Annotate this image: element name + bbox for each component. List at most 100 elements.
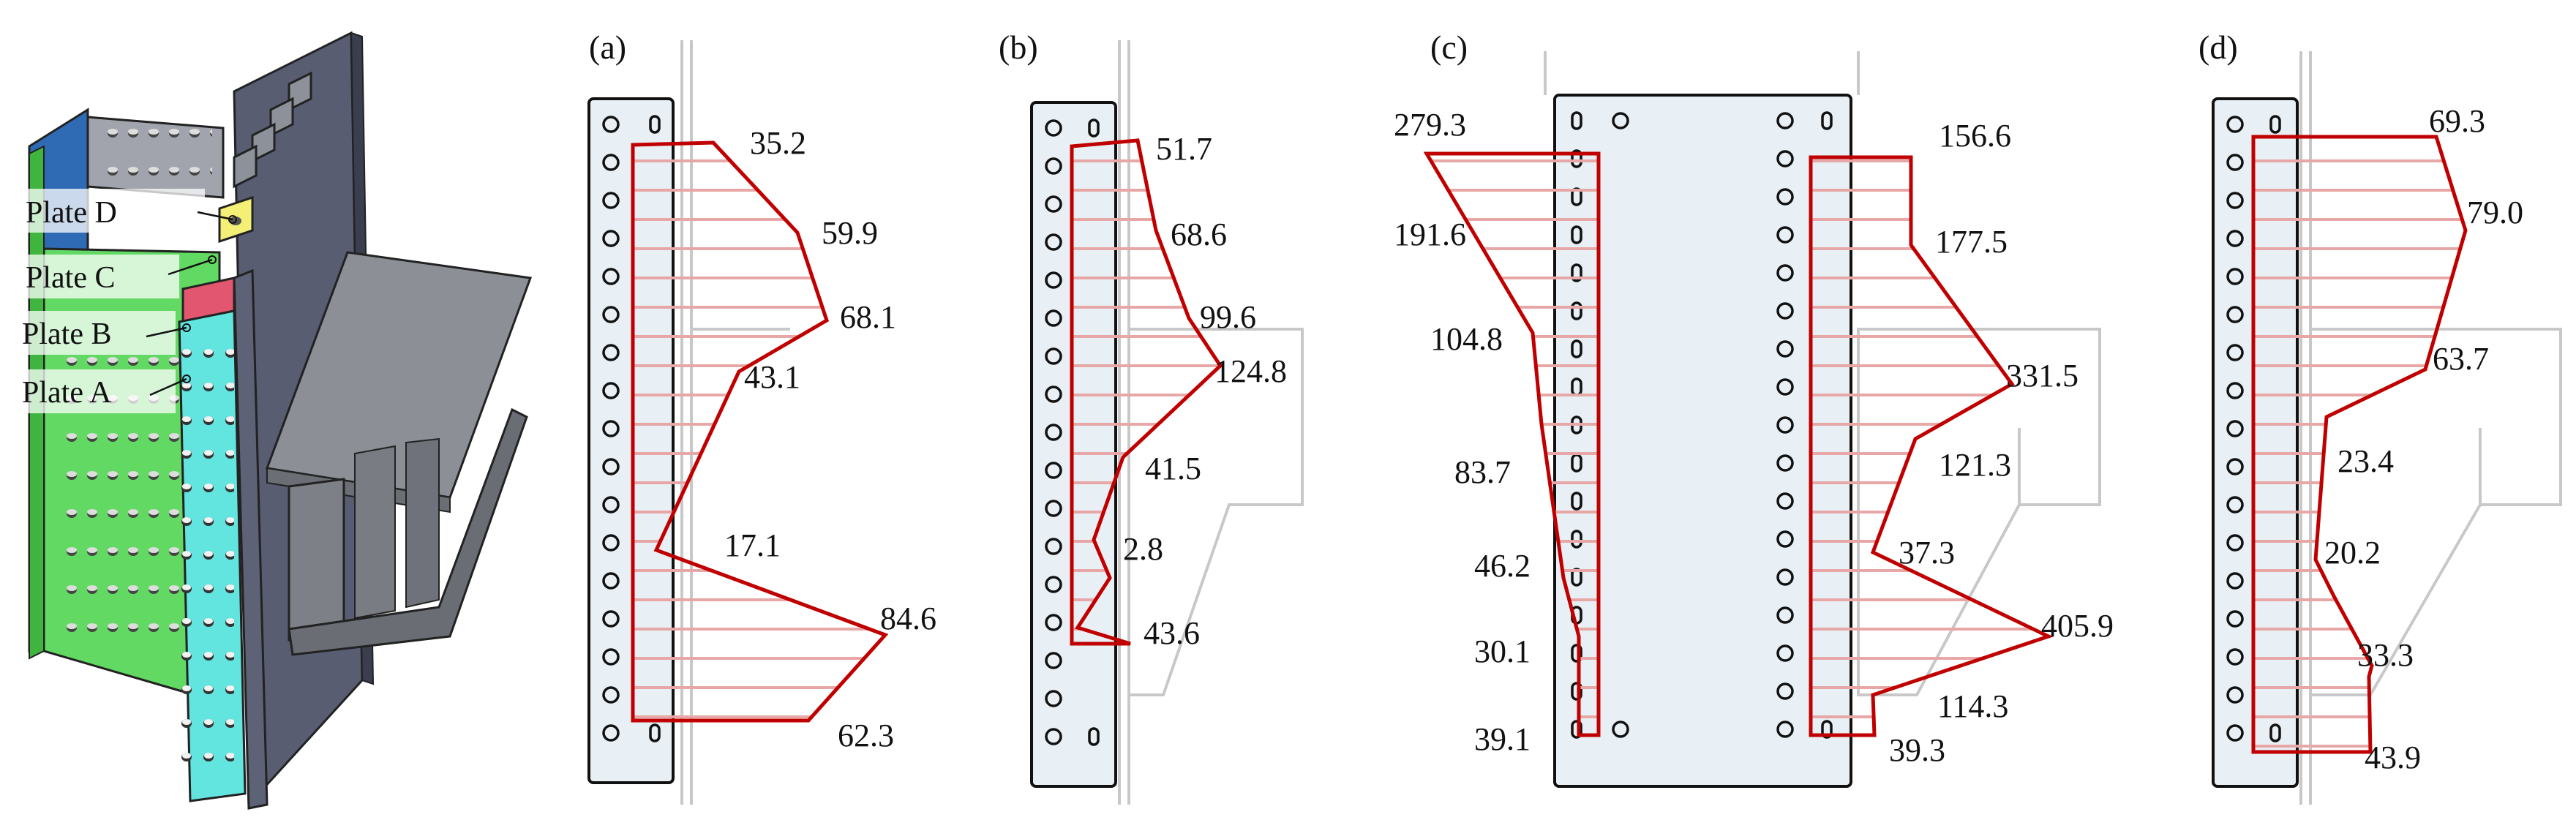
panel-c: (c) 279.3 191.6 104.8 83.7 46.2 30.1 39.…: [1394, 29, 2114, 788]
bolt-hole: [2226, 496, 2244, 514]
panel-c-left-distribution: [1423, 151, 1601, 737]
panel-a-label: (a): [589, 29, 626, 66]
bolt-hole: [602, 306, 620, 323]
bolt-hole: [602, 648, 620, 666]
bolt-hole: [1776, 226, 1794, 244]
bolt-hole: [1612, 721, 1629, 738]
end-plate-front: [233, 268, 269, 810]
panel-d: (d) 69.3 79.0 63.7 23.4 20.2 33.3 43.9: [2198, 29, 2562, 805]
bolt-hole: [1045, 500, 1062, 517]
panel-d-value-1: 69.3: [2429, 103, 2485, 139]
panel-b-value-6: 2.8: [1123, 531, 1163, 567]
panel-a-bolt-holes: [602, 115, 661, 742]
panel-c-right-value-4: 121.3: [1939, 447, 2011, 483]
bolt-hole: [602, 458, 620, 475]
bolt-hole: [2226, 154, 2244, 171]
bolt-hole: [1045, 614, 1062, 631]
bolt-hole: [2226, 420, 2244, 437]
callout-plate-a-text: Plate A: [22, 376, 112, 410]
panel-d-value-7: 43.9: [2365, 740, 2421, 775]
plate-a-holes: [179, 333, 234, 786]
panel-c-bolt-holes-right: [1776, 111, 1833, 739]
bolt-hole: [602, 420, 620, 437]
panel-b-value-3: 99.6: [1200, 299, 1256, 335]
bolt-hole: [1045, 271, 1062, 289]
panel-b-bolt-holes: [1045, 119, 1100, 746]
beam-stiffener-2: [405, 437, 440, 609]
bolt-hole: [2226, 686, 2244, 704]
panel-b-value-2: 68.6: [1171, 217, 1227, 252]
bolt-hole: [602, 154, 620, 171]
panel-c-left-value-2: 191.6: [1394, 217, 1466, 252]
bolt-hole: [1776, 188, 1794, 206]
panel-b: (b) 51.7 68.6 99.6 124.8 41.5 2.8 43.6: [999, 29, 1304, 805]
bolt-hole: [602, 724, 620, 742]
panel-d-distribution: [2251, 135, 2468, 754]
panel-c-right-value-1: 156.6: [1939, 118, 2011, 154]
bolt-hole: [1045, 462, 1062, 479]
bolt-hole: [1088, 727, 1100, 746]
panel-a-value-5: 17.1: [724, 527, 781, 563]
bolt-hole: [1045, 195, 1062, 213]
bolt-hole: [1088, 119, 1100, 138]
panel-c-left-value-4: 83.7: [1454, 454, 1511, 490]
bolt-hole: [2269, 115, 2281, 134]
bolt-hole: [1045, 576, 1062, 593]
bolt-hole: [1776, 682, 1794, 700]
bolt-hole: [1821, 111, 1833, 130]
bolt-hole: [1776, 302, 1794, 320]
bolt-hole: [602, 534, 620, 552]
panel-d-label: (d): [2198, 29, 2238, 66]
bolt-hole: [2226, 116, 2244, 133]
bolt-hole: [1045, 652, 1062, 669]
bolt-hole: [602, 610, 620, 628]
panel-a-distribution: [631, 140, 889, 723]
panel-d-bolt-holes: [2226, 115, 2281, 742]
panel-c-left-value-6: 30.1: [1474, 633, 1531, 669]
panel-b-value-4: 124.8: [1214, 353, 1287, 389]
callout-plate-b-text: Plate B: [22, 317, 112, 351]
bolt-hole: [602, 116, 620, 133]
bolt-hole: [2226, 458, 2244, 475]
bolt-hole: [1045, 385, 1062, 403]
bolt-hole: [1045, 424, 1062, 441]
bolt-hole: [1776, 416, 1794, 434]
panel-c-left-value-7: 39.1: [1474, 721, 1531, 757]
bolt-hole: [602, 192, 620, 209]
bolt-hole: [602, 496, 620, 514]
panel-c-left-value-1: 279.3: [1394, 107, 1466, 143]
bolt-hole: [1045, 233, 1062, 251]
bolt-hole: [1045, 690, 1062, 707]
panel-c-right-value-8: 39.3: [1889, 732, 1945, 768]
panel-a-value-7: 62.3: [838, 718, 894, 753]
bolt-hole: [2226, 610, 2244, 628]
panel-c-right-value-3: 331.5: [2006, 358, 2079, 394]
panel-d-value-6: 33.3: [2357, 637, 2414, 673]
panel-c-right-value-7: 114.3: [1937, 688, 2008, 724]
bolt-hole: [1776, 721, 1794, 738]
steel-connection-model: Plate D Plate C Plate B Plate A: [18, 31, 533, 810]
bolt-hole: [2226, 192, 2244, 209]
bolt-hole: [2226, 572, 2244, 590]
panel-c-left-value-3: 104.8: [1430, 321, 1503, 357]
bolt-hole: [1776, 264, 1794, 282]
callout-plate-c-text: Plate C: [26, 261, 116, 295]
bolt-hole: [1045, 119, 1062, 137]
bolt-hole: [2226, 648, 2244, 666]
callout-plate-c: Plate C: [18, 255, 217, 298]
bolt-hole: [2226, 534, 2244, 552]
panel-c-right-value-6: 405.9: [2041, 608, 2114, 644]
bolt-hole: [2226, 306, 2244, 323]
callout-plate-d: Plate D: [22, 189, 237, 233]
bolt-hole: [1612, 112, 1629, 129]
panel-c-right-distribution: [1809, 155, 2054, 737]
panel-a-value-4: 43.1: [744, 359, 800, 395]
bolt-hole: [649, 115, 661, 134]
panel-c-right-value-5: 37.3: [1899, 535, 1955, 571]
bolt-hole: [1776, 530, 1794, 548]
bolt-hole: [2226, 724, 2244, 742]
bolt-hole: [1776, 606, 1794, 624]
panel-b-label: (b): [999, 29, 1038, 66]
beam-web: [288, 478, 345, 642]
panel-d-value-5: 20.2: [2324, 535, 2381, 571]
